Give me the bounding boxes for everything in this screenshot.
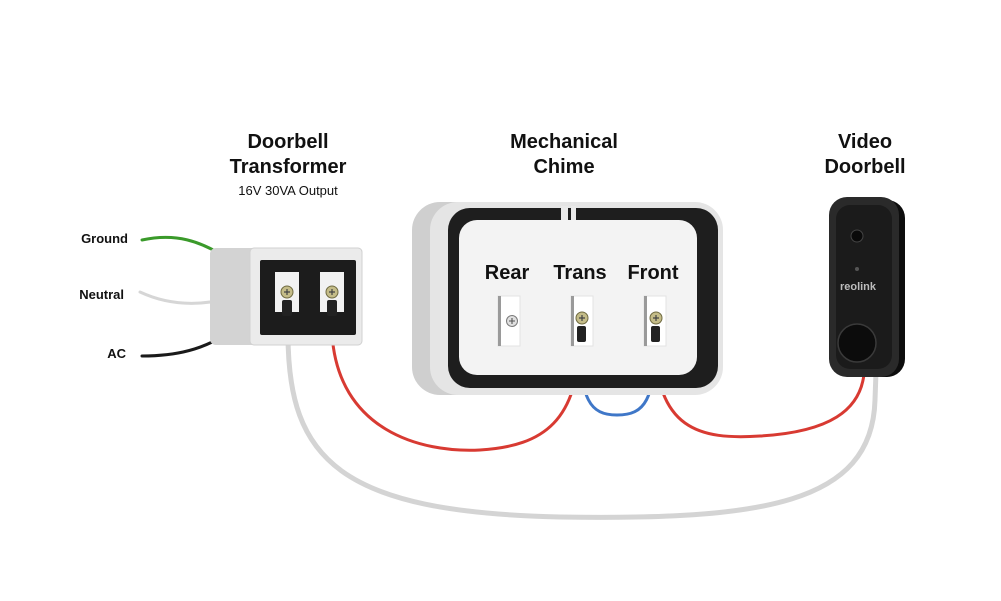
rear-terminal-label: Rear [485,262,530,284]
mechanical-chime: Rear Trans Front [412,202,723,395]
transformer-right-wire-connector [327,300,337,316]
red-wire-transformer-to-trans [330,332,582,452]
front-wire-connector [651,326,660,342]
camera-lens-icon [850,229,864,243]
doorbell-button-icon [837,323,877,363]
doorbell-brand-logo: reolink [840,281,877,293]
chime-title-line2: Chime [533,156,594,178]
video-doorbell: reolink [829,197,905,377]
ac-label: AC [107,346,126,361]
screw-icon [649,311,663,325]
screw-icon [280,285,294,299]
transformer-subtitle: 16V 30VA Output [238,183,338,198]
rear-terminal-edge [498,296,501,346]
screw-icon [575,311,589,325]
transformer-title-line1: Doorbell [247,131,328,153]
trans-terminal-label: Trans [553,262,606,284]
transformer-title-line2: Transformer [230,156,347,178]
trans-terminal-edge [571,296,574,346]
doorbell-title-line2: Doorbell [824,156,905,178]
front-terminal-edge [644,296,647,346]
chime-top-slot [561,206,568,220]
chime-title-line1: Mechanical [510,131,618,153]
red-wire-front-to-doorbell [653,336,866,439]
ground-label: Ground [81,231,128,246]
chime-top-slot [571,206,576,220]
transformer-left-wire-connector [282,300,292,316]
trans-wire-connector [577,326,586,342]
neutral-label: Neutral [79,287,124,302]
front-terminal-label: Front [627,262,678,284]
screw-icon [506,315,518,327]
screw-icon [325,285,339,299]
doorbell-sensor-dot [855,267,859,271]
doorbell-title-line1: Video [838,131,892,153]
doorbell-transformer [210,247,363,346]
gray-wire [285,331,879,520]
transformer-body-side [210,248,262,345]
